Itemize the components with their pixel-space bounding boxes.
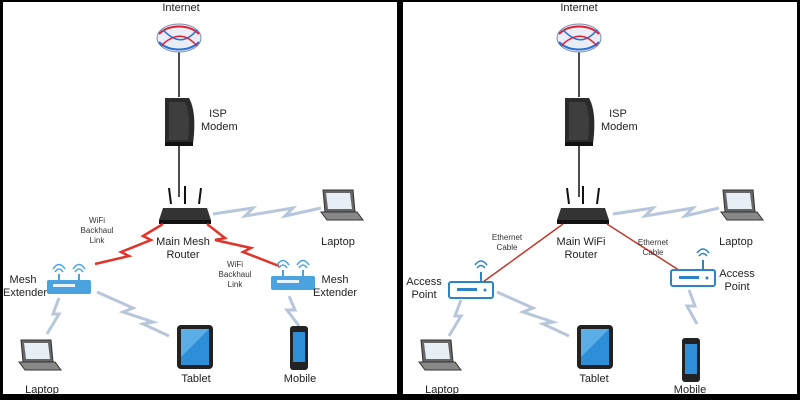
wifi-link-tablet bbox=[496, 290, 570, 338]
ethernet-cable-right bbox=[606, 223, 686, 275]
extender-right-label: Mesh Extender bbox=[312, 274, 358, 299]
laptop-top-icon bbox=[720, 189, 764, 221]
tablet-label: Tablet bbox=[579, 373, 609, 385]
access-point-network-panel: Internet ISP Modem Main WiFi Router Ethe… bbox=[403, 2, 797, 394]
wifi-link-laptop-top bbox=[212, 205, 322, 219]
mesh-extender-left-icon bbox=[47, 263, 91, 294]
laptop-bottom-label: Laptop bbox=[425, 384, 459, 394]
backhaul-link-right bbox=[206, 223, 280, 268]
mesh-network-panel: Internet ISP Modem Main Mesh Router WiFi… bbox=[3, 2, 397, 394]
internet-cloud-icon bbox=[556, 23, 602, 53]
backhaul-link-left bbox=[94, 222, 164, 266]
wifi-link-mobile bbox=[284, 295, 301, 327]
ap-left-label: Access Point bbox=[406, 276, 442, 301]
modem-icon bbox=[165, 98, 195, 146]
extender-left-label: Mesh Extender bbox=[3, 274, 48, 299]
mobile-label: Mobile bbox=[283, 373, 317, 385]
wifi-link-tablet bbox=[96, 290, 170, 338]
access-point-network-diagram bbox=[418, 23, 764, 382]
mobile-icon bbox=[290, 326, 308, 370]
cable-left-label: Ethernet Cable bbox=[491, 233, 523, 252]
mobile-label: Mobile bbox=[673, 384, 707, 394]
mesh-extender-right-icon bbox=[271, 259, 315, 290]
modem-icon bbox=[565, 98, 595, 146]
main-router-icon bbox=[557, 186, 609, 224]
wifi-link-laptop-bottom bbox=[45, 297, 62, 335]
ethernet-cable-left bbox=[482, 223, 564, 283]
ap-right-label: Access Point bbox=[719, 268, 755, 293]
router-label: Main Mesh Router bbox=[156, 236, 210, 261]
wifi-link-laptop-top bbox=[612, 205, 720, 219]
internet-label: Internet bbox=[560, 2, 598, 14]
modem-label: ISP Modem bbox=[601, 108, 638, 133]
tablet-icon bbox=[177, 325, 213, 369]
main-router-icon bbox=[159, 186, 211, 224]
access-point-right-icon bbox=[670, 248, 716, 287]
wifi-link-laptop-bottom bbox=[447, 299, 464, 337]
tablet-label: Tablet bbox=[181, 373, 211, 385]
backhaul-right-label: WiFi Backhaul Link bbox=[218, 260, 252, 289]
laptop-top-icon bbox=[320, 189, 364, 221]
laptop-top-label: Laptop bbox=[719, 236, 753, 248]
backhaul-left-label: WiFi Backhaul Link bbox=[80, 216, 114, 245]
tablet-icon bbox=[577, 325, 613, 369]
wifi-link-mobile bbox=[684, 289, 699, 325]
router-label: Main WiFi Router bbox=[556, 236, 606, 261]
laptop-bottom-label: Laptop bbox=[25, 384, 59, 394]
laptop-bottom-icon bbox=[18, 339, 62, 371]
cable-right-label: Ethernet Cable bbox=[637, 238, 669, 257]
laptop-bottom-icon bbox=[418, 339, 462, 371]
mobile-icon bbox=[682, 338, 700, 382]
internet-label: Internet bbox=[162, 2, 200, 14]
laptop-top-label: Laptop bbox=[321, 236, 355, 248]
internet-cloud-icon bbox=[156, 23, 202, 53]
modem-label: ISP Modem bbox=[201, 108, 238, 133]
access-point-left-icon bbox=[448, 260, 494, 299]
mesh-network-diagram bbox=[18, 23, 364, 371]
